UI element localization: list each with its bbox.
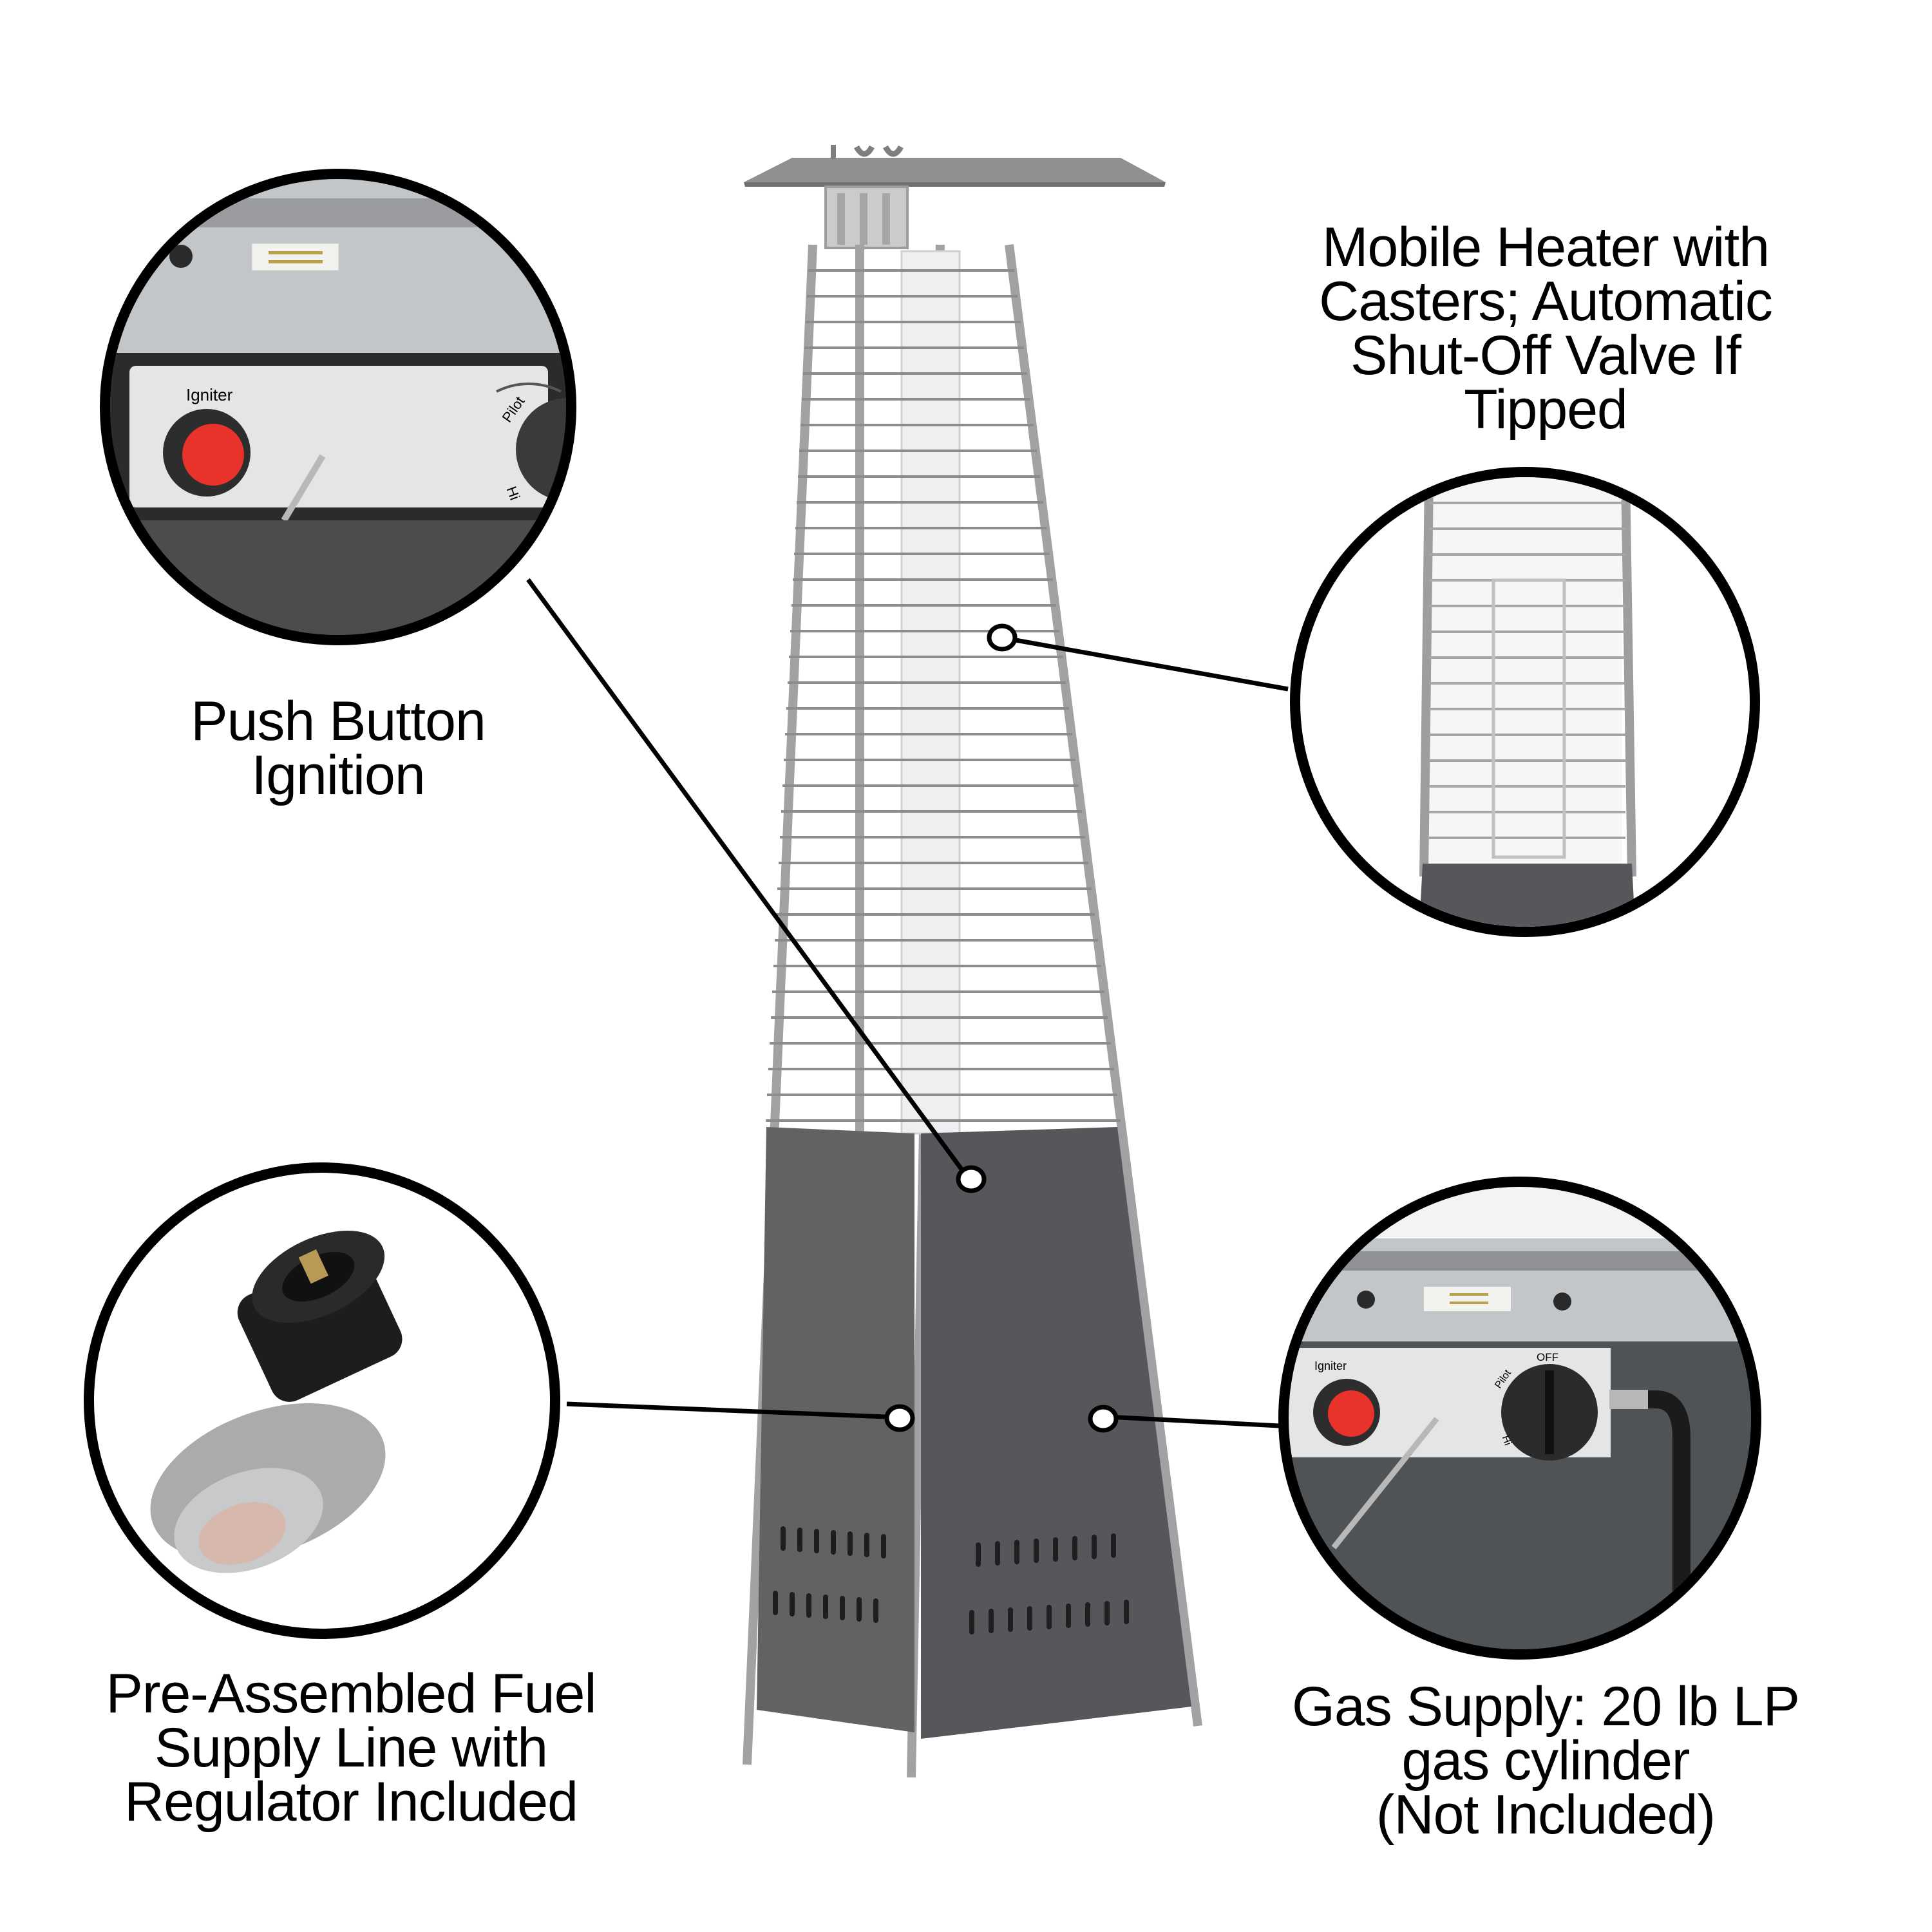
ignition-closeup-circle: Igniter Pilot Hi — [100, 169, 576, 645]
callout-fuel-line-regulator: Pre-Assembled Fuel Supply Line with Regu… — [106, 1663, 596, 1833]
gas-control-closeup-circle: Igniter OFF Pilot Hi — [1278, 1177, 1761, 1660]
reflector-cap — [744, 145, 1166, 187]
callout-dot-gas-supply — [1088, 1405, 1119, 1433]
callout-dot-ignition — [956, 1165, 987, 1193]
callout-mobile-heater: Mobile Heater with Casters; Automatic Sh… — [1319, 216, 1773, 440]
guard-wires — [766, 269, 1121, 1122]
callout-dots — [884, 623, 1119, 1433]
igniter-label: Igniter — [186, 385, 233, 404]
leader-lines — [526, 578, 1292, 1429]
callout-push-button-ignition: Push Button Ignition — [191, 690, 486, 806]
heater-base — [757, 1127, 1191, 1739]
regulator-closeup-circle — [84, 1162, 560, 1639]
glass-tube-closeup-circle — [1290, 467, 1760, 937]
off-label: OFF — [1537, 1351, 1558, 1363]
callout-dot-glass-tube — [987, 623, 1018, 652]
igniter-label-2: Igniter — [1314, 1359, 1347, 1372]
callout-gas-supply: Gas Supply: 20 lb LP gas cylinder (Not I… — [1292, 1676, 1800, 1846]
callout-dot-fuel-line — [884, 1404, 915, 1432]
